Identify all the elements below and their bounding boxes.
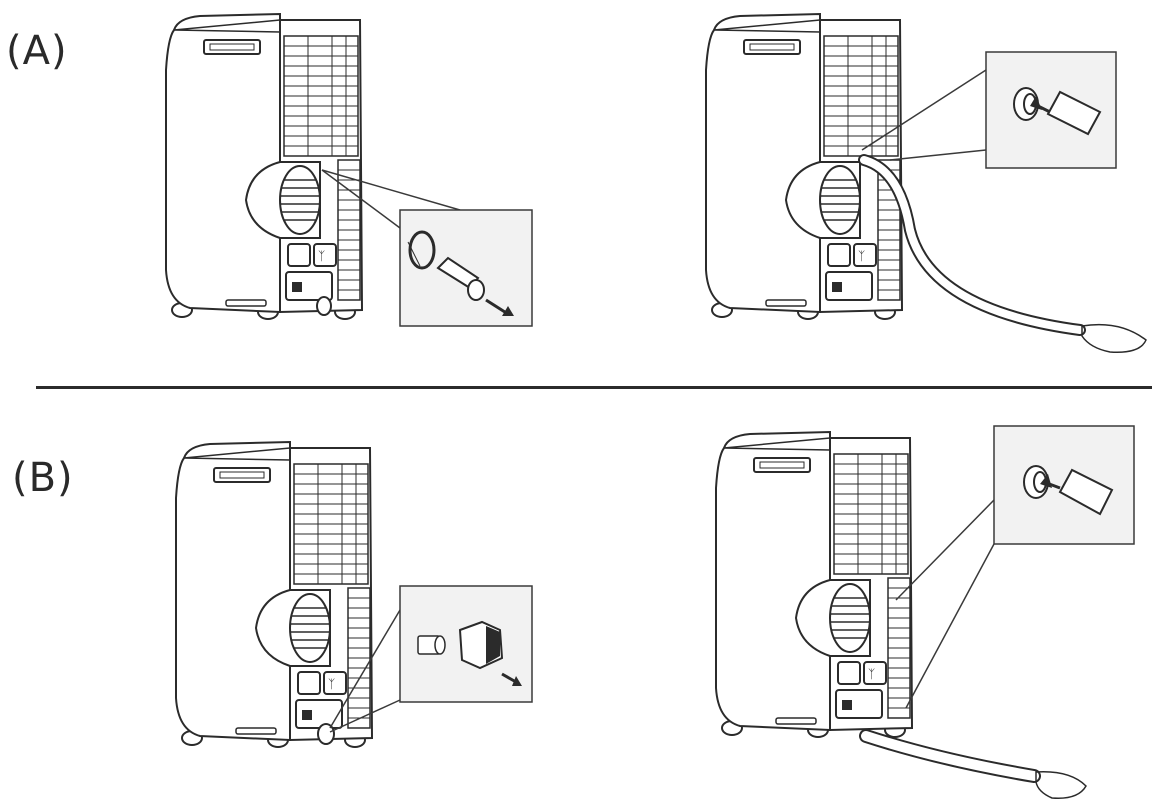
ac-unit-b-left — [176, 442, 372, 747]
inset-b-left — [400, 586, 532, 702]
inset-a-right — [986, 52, 1116, 168]
inset-b-right — [994, 426, 1134, 544]
ac-unit-b-right — [716, 432, 912, 737]
drain-port-a-left — [317, 297, 331, 315]
inset-a-left — [400, 210, 532, 326]
ac-unit-a-left — [166, 14, 362, 319]
